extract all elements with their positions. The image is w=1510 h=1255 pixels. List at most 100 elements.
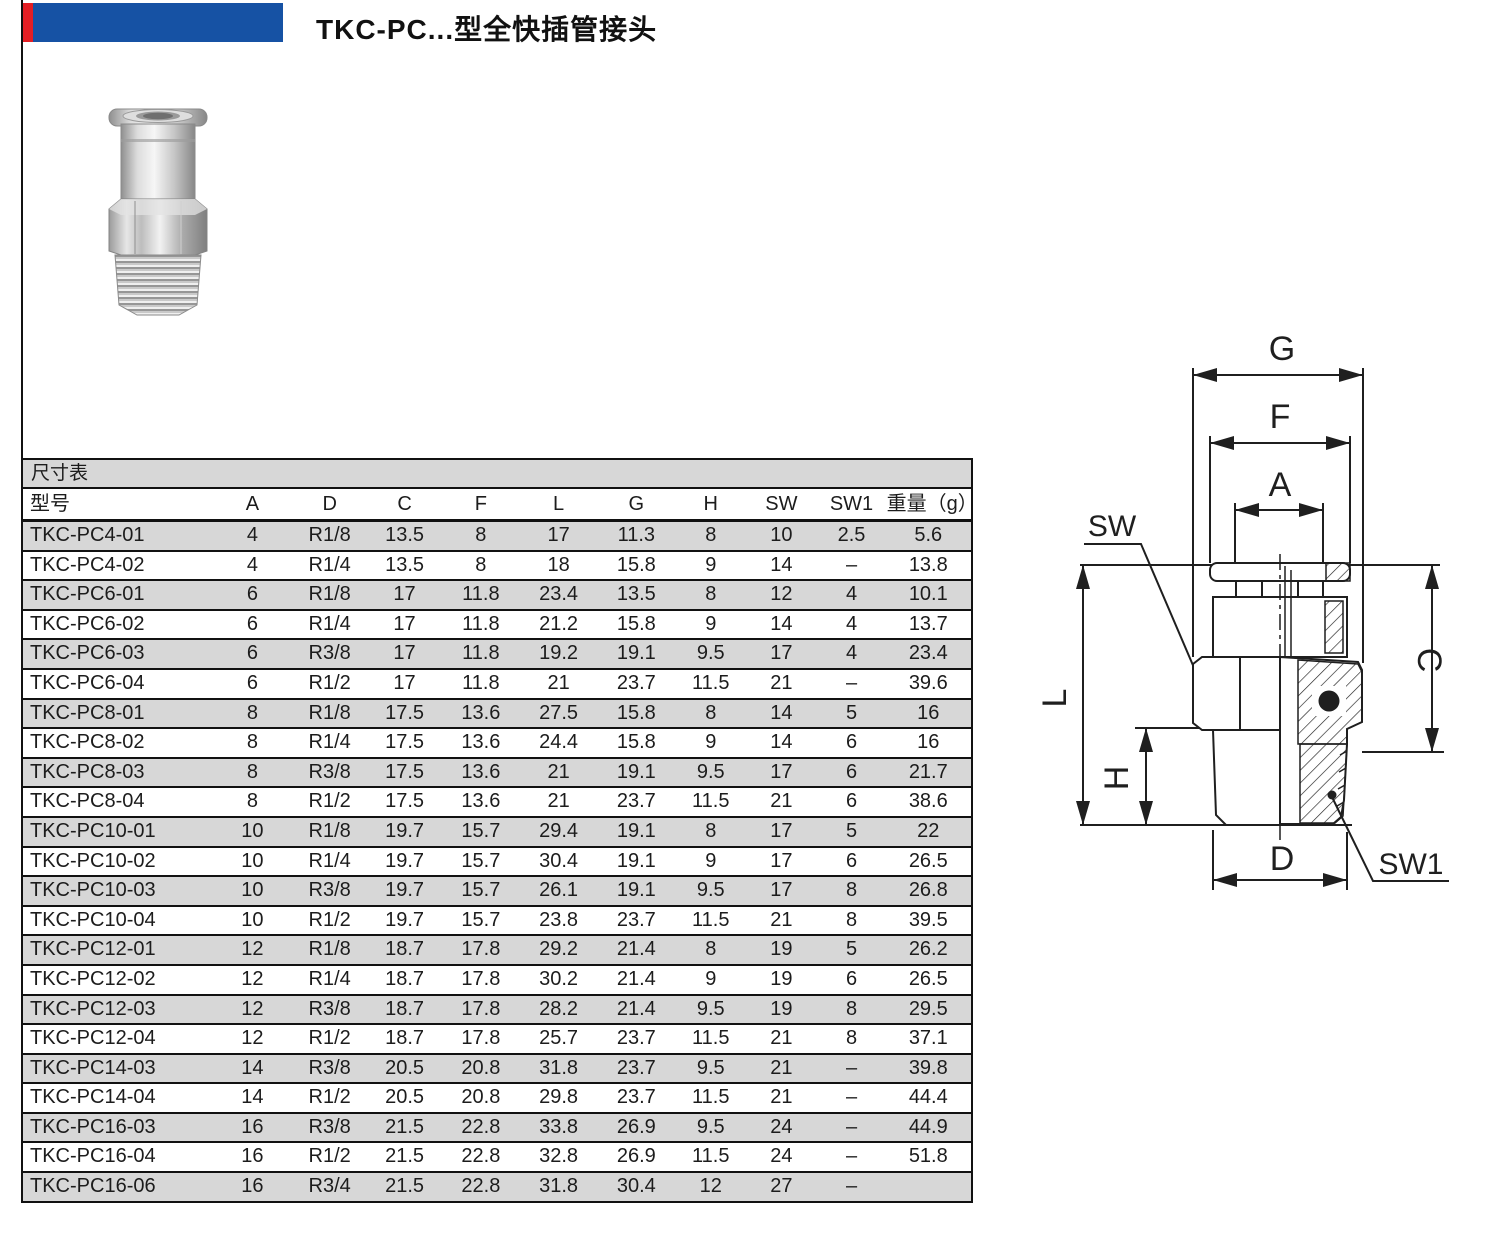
table-cell: 27: [770, 1175, 793, 1198]
table-cell: 11.8: [462, 612, 500, 635]
table-cell: 13.8: [908, 553, 948, 576]
table-cell: 24.4: [539, 731, 579, 754]
table-cell: R3/4: [308, 1175, 351, 1198]
table-cell: 14: [770, 701, 793, 724]
dimension-arrows: [1076, 368, 1439, 887]
table-cell: TKC-PC6-02: [30, 612, 145, 635]
table-cell: 29.8: [539, 1086, 579, 1109]
table-cell: 31.8: [539, 1175, 579, 1198]
table-cell: 9.5: [696, 1115, 725, 1138]
table-cell: R1/8: [308, 701, 351, 724]
table-cell: 17.5: [385, 731, 425, 754]
table-cell: 19: [770, 997, 793, 1020]
table-cell: 10.1: [908, 583, 948, 606]
table-cell: 9: [705, 967, 717, 990]
table-cell: R3/8: [308, 1115, 351, 1138]
table-cell: 21.4: [616, 938, 656, 961]
table-cell: –: [845, 1115, 858, 1138]
table-cell: TKC-PC16-04: [30, 1145, 156, 1168]
table-cell: 26.8: [908, 879, 948, 902]
table-cell: 17: [770, 760, 793, 783]
table-cell: 16: [241, 1175, 264, 1198]
table-cell: 17.8: [461, 1027, 501, 1050]
table-cell: 27.5: [539, 701, 579, 724]
table-cell: 13.7: [908, 612, 948, 635]
table-cell: 8: [246, 731, 258, 754]
table-cell: 25.7: [539, 1027, 579, 1050]
table-cell: 16: [917, 701, 940, 724]
table-cell: 23.7: [616, 1027, 656, 1050]
table-cell: 18.7: [385, 997, 425, 1020]
table-cell: TKC-PC6-04: [30, 671, 145, 694]
table-cell: TKC-PC10-04: [30, 908, 156, 931]
table-cell: 21.4: [616, 967, 656, 990]
table-cell: 10: [241, 819, 264, 842]
table-cell: 17.5: [385, 701, 425, 724]
table-cell: 15.7: [461, 849, 501, 872]
dim-label-G: G: [1269, 330, 1295, 368]
table-cell: 17: [770, 642, 793, 665]
table-cell: 21.5: [385, 1145, 425, 1168]
table-cell: 11.5: [692, 790, 730, 813]
table-cell: R1/4: [308, 731, 351, 754]
table-cell: 20.5: [385, 1056, 425, 1079]
table-cell: 21: [547, 671, 570, 694]
table-cell: 14: [241, 1056, 264, 1079]
table-cell: 29.2: [539, 938, 579, 961]
fitting-photo-graphic: [108, 108, 208, 316]
column-header: SW: [765, 493, 798, 515]
table-cell: 18.7: [385, 938, 425, 961]
table-cell: 12: [241, 967, 264, 990]
column-header: L: [553, 493, 565, 515]
table-cell: R1/8: [308, 819, 351, 842]
table-cell: 26.9: [616, 1115, 656, 1138]
table-cell: 23.4: [539, 583, 579, 606]
table-cell: 51.8: [908, 1145, 948, 1168]
table-cell: 17.5: [385, 760, 425, 783]
dim-label-D: D: [1270, 840, 1295, 878]
table-cell: 12: [241, 997, 264, 1020]
table-cell: TKC-PC8-01: [30, 701, 145, 724]
table-cell: 11.8: [462, 671, 500, 694]
table-cell: 17: [770, 849, 793, 872]
table-cell: R1/4: [308, 967, 351, 990]
table-cell: 17.8: [461, 938, 501, 961]
table-cell: 9: [705, 731, 717, 754]
table-cell: R1/4: [308, 553, 351, 576]
table-cell: 17: [770, 879, 793, 902]
dim-label-SW: SW: [1088, 510, 1137, 543]
table-cell: 20.5: [385, 1086, 425, 1109]
dimension-drawing-graphic: G F A SW L H C D SW1: [1036, 330, 1449, 890]
table-cell: R1/8: [308, 583, 351, 606]
table-cell: 38.6: [908, 790, 948, 813]
table-cell: 13.5: [616, 583, 656, 606]
table-cell: 8: [705, 583, 717, 606]
table-cell: 29.4: [539, 819, 579, 842]
table-cell: 23.7: [616, 908, 656, 931]
table-cell: 10: [241, 908, 264, 931]
table-cell: 6: [845, 731, 858, 754]
table-cell: 6: [845, 790, 858, 813]
table-cell: 17.5: [385, 790, 425, 813]
table-cell: TKC-PC12-01: [30, 938, 156, 961]
table-cell: 23.7: [616, 1086, 656, 1109]
table-cell: TKC-PC8-04: [30, 790, 145, 813]
table-cell: 11.5: [692, 1145, 730, 1168]
table-cell: 17: [547, 524, 570, 546]
table-cell: TKC-PC14-04: [30, 1086, 156, 1109]
table-cell: 22.8: [461, 1145, 501, 1168]
table-cell: R1/4: [308, 849, 351, 872]
dim-label-C: C: [1410, 648, 1448, 673]
table-cell: R3/8: [308, 997, 351, 1020]
table-cell: R3/8: [308, 1056, 351, 1079]
table-cell: 16: [241, 1145, 264, 1168]
table-cell: 20.8: [461, 1056, 501, 1079]
dim-label-F: F: [1270, 398, 1291, 436]
